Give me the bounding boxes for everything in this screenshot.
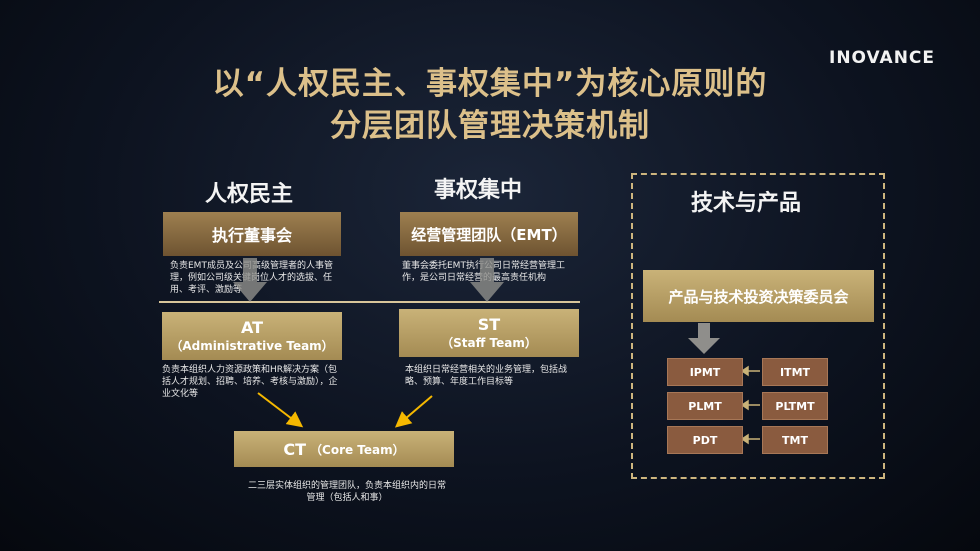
pdt-box: PDT bbox=[667, 426, 743, 454]
left-heading: 人权民主 bbox=[205, 182, 294, 207]
emt-box: 经营管理团队（EMT） bbox=[400, 212, 578, 256]
ct-desc: 二三层实体组织的管理团队，负责本组织内的日常管理（包括人和事） bbox=[247, 481, 446, 503]
brand-logo: INOVANCE bbox=[829, 48, 936, 68]
at-box: AT （Administrative Team） bbox=[162, 312, 342, 360]
ipmt-label: IPMT bbox=[689, 365, 721, 379]
itmt-label: ITMT bbox=[779, 365, 811, 379]
pdt-label: PDT bbox=[692, 433, 718, 447]
emt-down-arrow bbox=[470, 258, 504, 302]
page-title-line1: 以“人权民主、事权集中”为核心原则的 bbox=[212, 66, 768, 102]
right-heading: 技术与产品 bbox=[691, 191, 802, 216]
st-to-ct-arrow bbox=[394, 395, 433, 428]
tech-product-panel bbox=[631, 173, 885, 479]
at-title: AT bbox=[240, 318, 264, 337]
plmt-box: PLMT bbox=[667, 392, 743, 420]
middle-heading: 事权集中 bbox=[434, 178, 523, 203]
itmt-box: ITMT bbox=[762, 358, 828, 386]
committee-label: 产品与技术投资决策委员会 bbox=[668, 287, 849, 306]
plmt-label: PLMT bbox=[688, 399, 722, 413]
pltmt-label: PLTMT bbox=[775, 399, 815, 413]
st-box: ST （Staff Team） bbox=[399, 309, 579, 357]
executive-board-box: 执行董事会 bbox=[163, 212, 341, 256]
committee-box: 产品与技术投资决策委员会 bbox=[643, 270, 874, 322]
ct-box: CT （Core Team） bbox=[234, 431, 454, 467]
committee-down-arrow bbox=[688, 323, 720, 354]
st-subtitle: （Staff Team） bbox=[441, 336, 537, 350]
executive-board-label: 执行董事会 bbox=[211, 226, 292, 245]
divider-line bbox=[159, 301, 580, 303]
ct-title: CT bbox=[283, 439, 307, 459]
board-down-arrow bbox=[233, 258, 267, 302]
st-desc: 本组织日常经营相关的业务管理，包括战略、预算、年度工作目标等 bbox=[405, 365, 568, 387]
at-subtitle: （Administrative Team） bbox=[170, 339, 334, 353]
ct-subtitle: （Core Team） bbox=[310, 442, 405, 457]
pltmt-box: PLTMT bbox=[762, 392, 828, 420]
at-to-ct-arrow bbox=[257, 392, 304, 428]
tmt-label: TMT bbox=[782, 433, 808, 447]
st-title: ST bbox=[477, 315, 501, 334]
tmt-box: TMT bbox=[762, 426, 828, 454]
page-title-line2: 分层团队管理决策机制 bbox=[330, 108, 650, 144]
emt-label: 经营管理团队（EMT） bbox=[411, 225, 567, 244]
at-desc: 负责本组织人力资源政策和HR解决方案（包括人才规划、招聘、培养、考核与激励），企… bbox=[162, 365, 338, 399]
ipmt-box: IPMT bbox=[667, 358, 743, 386]
